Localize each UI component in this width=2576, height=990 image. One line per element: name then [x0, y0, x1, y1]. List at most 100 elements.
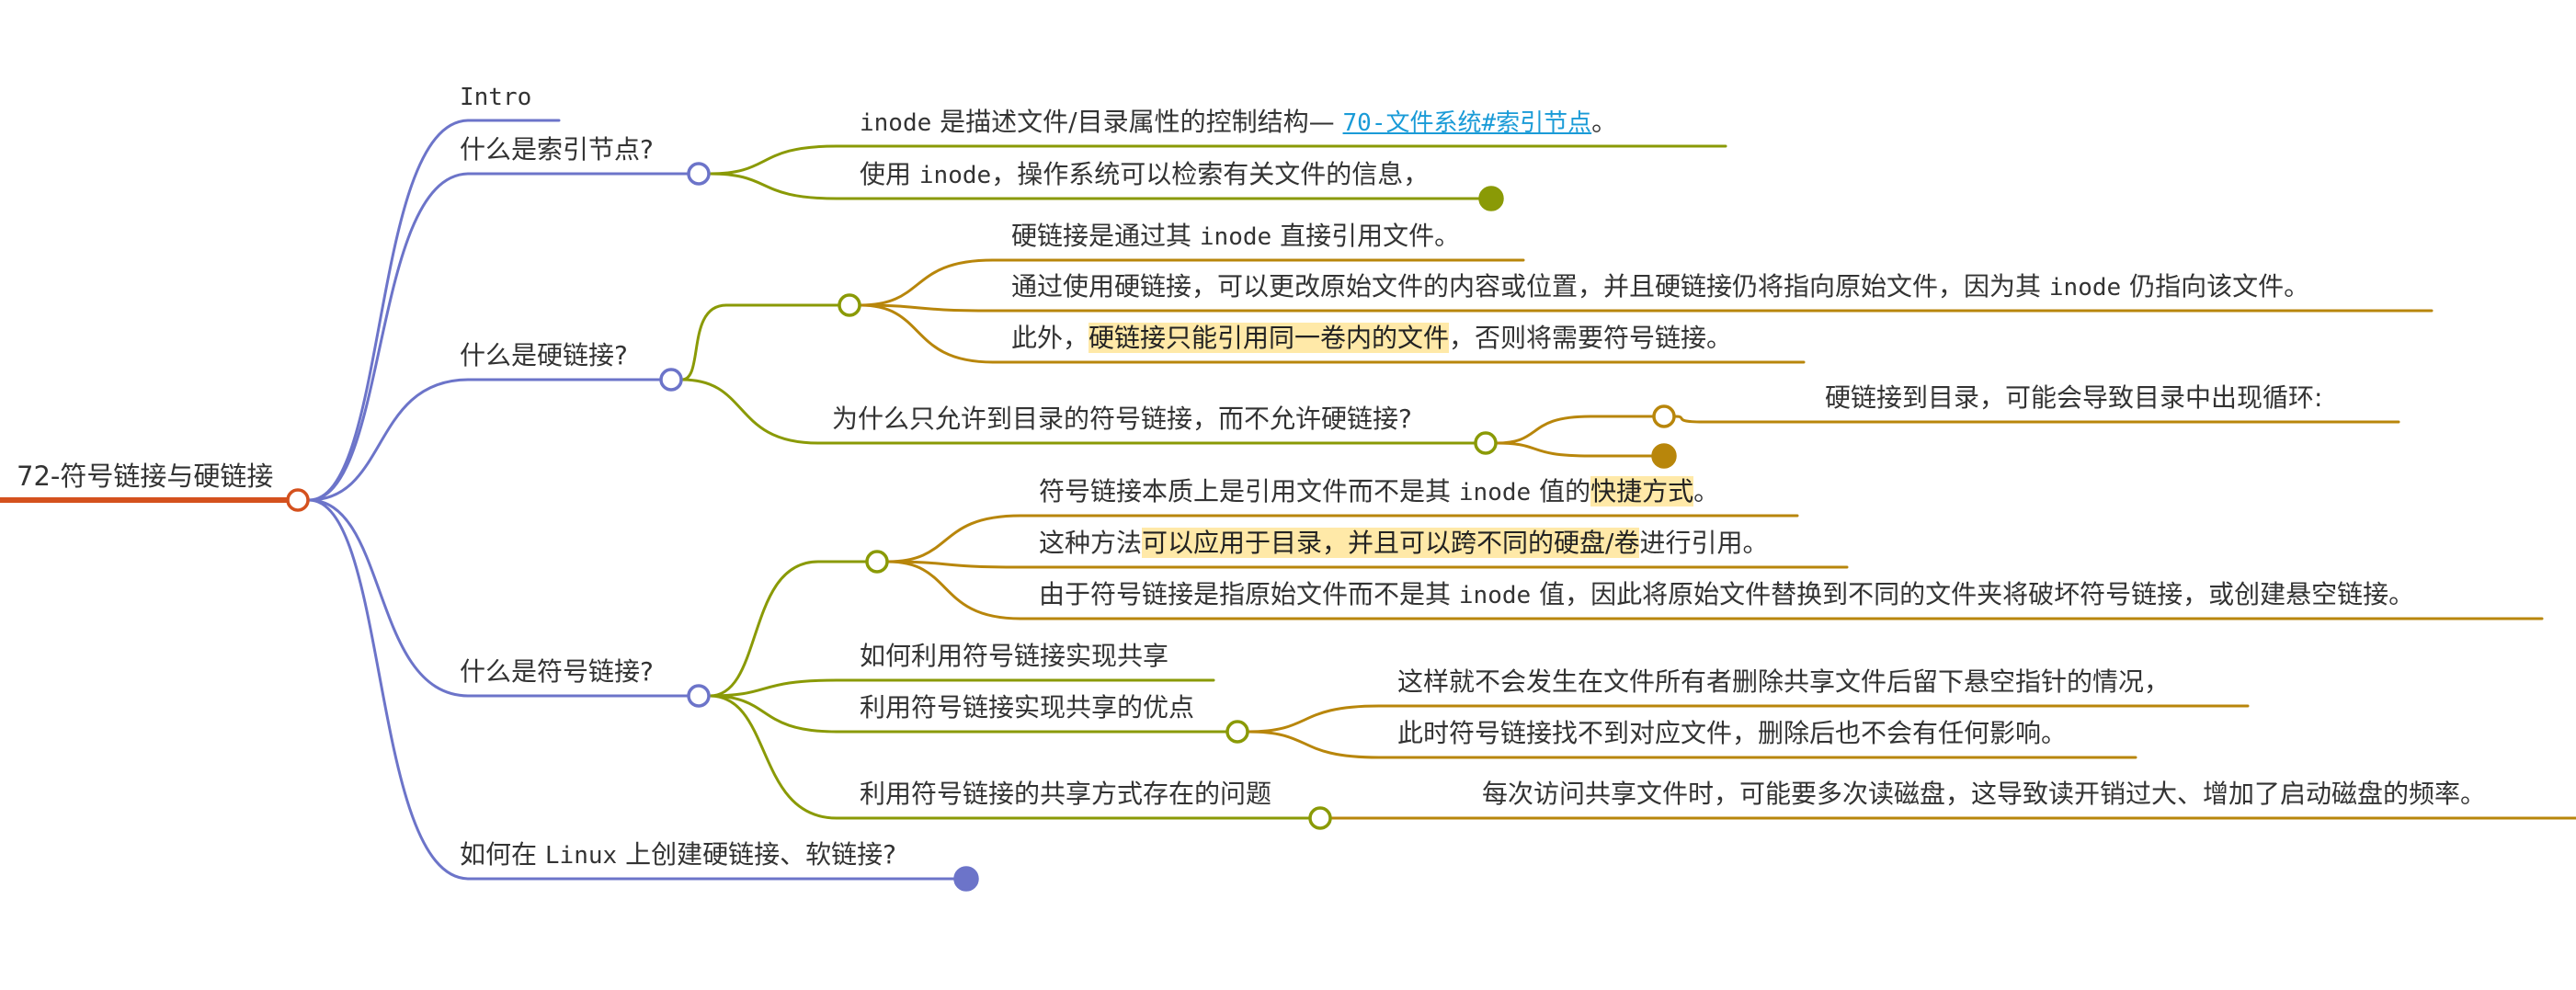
collapsed-node-dot[interactable] [1651, 443, 1677, 469]
expand-toggle-adv[interactable] [1225, 720, 1249, 744]
expand-toggle-why-1[interactable] [1652, 404, 1676, 428]
node-label-share[interactable]: 如何利用符号链接实现共享 [860, 640, 1168, 673]
text-segment: 进行引用。 [1639, 528, 1769, 558]
expand-toggle-hard-group[interactable] [838, 293, 861, 317]
highlighted-text: 快捷方式 [1590, 476, 1694, 506]
text-segment: ，操作系统可以检索有关文件的信息， [991, 159, 1430, 189]
node-label-adv[interactable]: 利用符号链接实现共享的优点 [860, 691, 1194, 724]
highlighted-text: 硬链接只能引用同一卷内的文件 [1089, 323, 1450, 353]
expand-toggle-prob[interactable] [1308, 806, 1332, 830]
connector-intro [308, 119, 470, 502]
code-text: Linux [544, 842, 618, 870]
text-segment: 为什么只允许到目录的符号链接，而不允许硬链接? [832, 404, 1412, 434]
text-segment: 此外， [1011, 323, 1089, 353]
node-label-intro[interactable]: Intro [460, 80, 531, 114]
expand-toggle-sym[interactable] [687, 684, 711, 708]
collapsed-node-dot[interactable] [953, 866, 979, 892]
text-segment: 。 [1591, 107, 1618, 137]
connector-sym-2 [887, 560, 1021, 569]
text-segment: 是描述文件/目录属性的控制结构— [931, 107, 1343, 137]
expand-toggle-hard[interactable] [659, 368, 683, 392]
connector-inode-2 [709, 172, 838, 200]
node-label-prob-1[interactable]: 每次访问共享文件时，可能要多次读磁盘，这导致读开销过大、增加了启动磁盘的频率。 [1482, 778, 2486, 811]
expand-toggle-root[interactable] [286, 488, 310, 512]
connector-hard-2 [860, 303, 994, 313]
connector-adv [709, 694, 838, 734]
connector-adv-1 [1248, 704, 1380, 734]
text-segment: 仍指向该文件。 [2121, 271, 2310, 302]
text-segment: 。 [1693, 476, 1720, 506]
connector-sym [308, 498, 470, 698]
text-segment: 什么是符号链接? [460, 656, 654, 687]
connector-prob [709, 694, 838, 820]
node-label-hard-1[interactable]: 硬链接是通过其 inode 直接引用文件。 [1011, 220, 1460, 254]
connector-linux [308, 498, 470, 881]
code-text: inode [860, 109, 932, 137]
node-label-prob[interactable]: 利用符号链接的共享方式存在的问题 [860, 778, 1271, 811]
node-label-adv-1[interactable]: 这样就不会发生在文件所有者删除共享文件后留下悬空指针的情况， [1397, 666, 2170, 699]
connector-adv-2 [1248, 730, 1380, 759]
node-label-hard[interactable]: 什么是硬链接? [460, 339, 628, 372]
connector-hard [308, 378, 470, 502]
connector-hard-1 [860, 258, 994, 307]
code-text: inode [1458, 582, 1532, 609]
code-text: Intro [460, 84, 532, 111]
connector-sym-group [709, 560, 819, 698]
node-label-inode[interactable]: 什么是索引节点? [460, 133, 654, 166]
text-segment: 利用符号链接实现共享的优点 [860, 692, 1195, 723]
code-text: inode [1199, 223, 1272, 251]
text-segment: 通过使用硬链接，可以更改原始文件的内容或位置，并且硬链接仍将指向原始文件，因为其 [1011, 271, 2049, 302]
code-text: inode [2048, 274, 2122, 302]
expand-toggle-sym-group[interactable] [865, 550, 889, 574]
connector-why-2 [1496, 441, 1591, 458]
node-label-inode-2[interactable]: 使用 inode，操作系统可以检索有关文件的信息， [860, 158, 1429, 192]
text-segment: 利用符号链接的共享方式存在的问题 [860, 779, 1272, 809]
text-segment: 这种方法 [1039, 528, 1143, 558]
connector-sym-3 [887, 560, 1021, 620]
collapsed-node-dot[interactable] [1478, 186, 1504, 211]
text-segment: 什么是索引节点? [460, 134, 654, 165]
connector-inode-1 [709, 144, 838, 176]
text-segment: 符号链接本质上是引用文件而不是其 [1039, 476, 1459, 506]
text-segment: 硬链接到目录，可能会导致目录中出现循环: [1825, 382, 2323, 413]
highlighted-text: 可以应用于目录，并且可以跨不同的硬盘/卷 [1142, 528, 1640, 558]
node-label-hard-2[interactable]: 通过使用硬链接，可以更改原始文件的内容或位置，并且硬链接仍将指向原始文件，因为其… [1011, 270, 2309, 304]
node-label-why[interactable]: 为什么只允许到目录的符号链接，而不允许硬链接? [832, 403, 1412, 436]
node-label-sym-3[interactable]: 由于符号链接是指原始文件而不是其 inode 值，因此将原始文件替换到不同的文件… [1039, 578, 2414, 612]
text-segment: 由于符号链接是指原始文件而不是其 [1039, 579, 1459, 609]
text-segment: ，否则将需要符号链接。 [1449, 323, 1733, 353]
internal-link[interactable]: 70-文件系统#索引节点 [1342, 109, 1592, 137]
connector-sym-1 [887, 514, 1021, 563]
text-segment: 如何利用符号链接实现共享 [860, 641, 1169, 671]
text-segment: 值的 [1531, 476, 1591, 506]
code-text: inode [1458, 479, 1532, 506]
text-segment: 每次访问共享文件时，可能要多次读磁盘，这导致读开销过大、增加了启动磁盘的频率。 [1482, 779, 2487, 809]
expand-toggle-why[interactable] [1474, 431, 1498, 455]
code-text: inode [918, 162, 992, 189]
node-label-sym[interactable]: 什么是符号链接? [460, 655, 654, 688]
connector-share [709, 678, 838, 698]
text-segment: 如何在 [460, 839, 545, 870]
node-label-adv-2[interactable]: 此时符号链接找不到对应文件，删除后也不会有任何影响。 [1397, 717, 2067, 750]
connector-hard-group [681, 303, 727, 381]
text-segment: 直接引用文件。 [1271, 221, 1461, 251]
node-label-inode-1[interactable]: inode 是描述文件/目录属性的控制结构— 70-文件系统#索引节点。 [860, 106, 1617, 140]
connector-why-1-1 [1674, 415, 1704, 424]
text-segment: 此时符号链接找不到对应文件，删除后也不会有任何影响。 [1397, 718, 2068, 748]
text-segment: 上创建硬链接、软链接? [617, 839, 896, 870]
text-segment: 什么是硬链接? [460, 340, 628, 370]
expand-toggle-inode[interactable] [687, 162, 711, 186]
connector-hard-3 [860, 303, 994, 364]
connector-why-1 [1496, 415, 1591, 445]
text-segment: 这样就不会发生在文件所有者删除共享文件后留下悬空指针的情况， [1397, 666, 2171, 697]
connector-why [681, 378, 819, 445]
text-segment: 硬链接是通过其 [1011, 221, 1200, 251]
node-label-hard-3[interactable]: 此外，硬链接只能引用同一卷内的文件，否则将需要符号链接。 [1011, 322, 1732, 355]
node-label-sym-2[interactable]: 这种方法可以应用于目录，并且可以跨不同的硬盘/卷进行引用。 [1039, 527, 1768, 560]
root-title: 72-符号链接与硬链接 [17, 461, 274, 492]
node-label-root[interactable]: 72-符号链接与硬链接 [17, 460, 273, 493]
node-label-linux[interactable]: 如何在 Linux 上创建硬链接、软链接? [460, 838, 896, 872]
node-label-why-1-1[interactable]: 硬链接到目录，可能会导致目录中出现循环: [1825, 381, 2322, 415]
node-label-sym-1[interactable]: 符号链接本质上是引用文件而不是其 inode 值的快捷方式。 [1039, 475, 1719, 509]
